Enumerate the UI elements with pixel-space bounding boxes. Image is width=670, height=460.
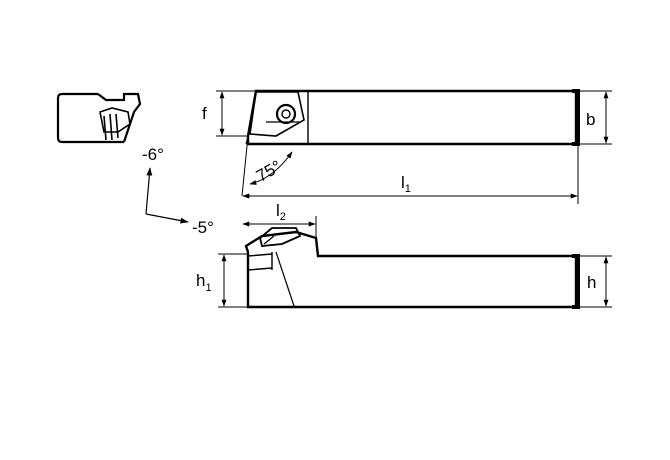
top-view-body [246,89,578,146]
dim-f-label: f [202,104,207,123]
end-view-insert [99,107,131,133]
clamp-screw [275,103,297,125]
dim-h [578,255,612,308]
dim-b [578,90,612,145]
dim-75 [241,135,293,197]
dim-l2 [242,216,317,238]
inclination-arrow [145,213,189,224]
dim-l1 [242,146,579,204]
front-view [244,227,580,309]
top-view-insert [249,91,305,137]
front-view-clamp [258,227,302,247]
top-view [246,89,580,146]
front-view-end [572,254,580,309]
dim-h-label: h [587,273,596,292]
front-insert-top [247,253,273,257]
dim-l2-label: l2 [276,201,286,223]
dim-b-label: b [586,110,595,129]
angle-axes [145,167,189,224]
dim-h1 [218,253,248,308]
rake-angle-label: -6° [142,145,164,164]
dim-f [216,90,256,137]
dim-l1-label: l1 [401,173,411,195]
top-view-end [572,89,580,146]
dim-h1-label: h1 [196,271,212,294]
front-view-body [244,230,578,309]
end-view [56,92,142,144]
rake-arrow [145,167,153,215]
inclination-angle-label: -5° [192,218,214,237]
